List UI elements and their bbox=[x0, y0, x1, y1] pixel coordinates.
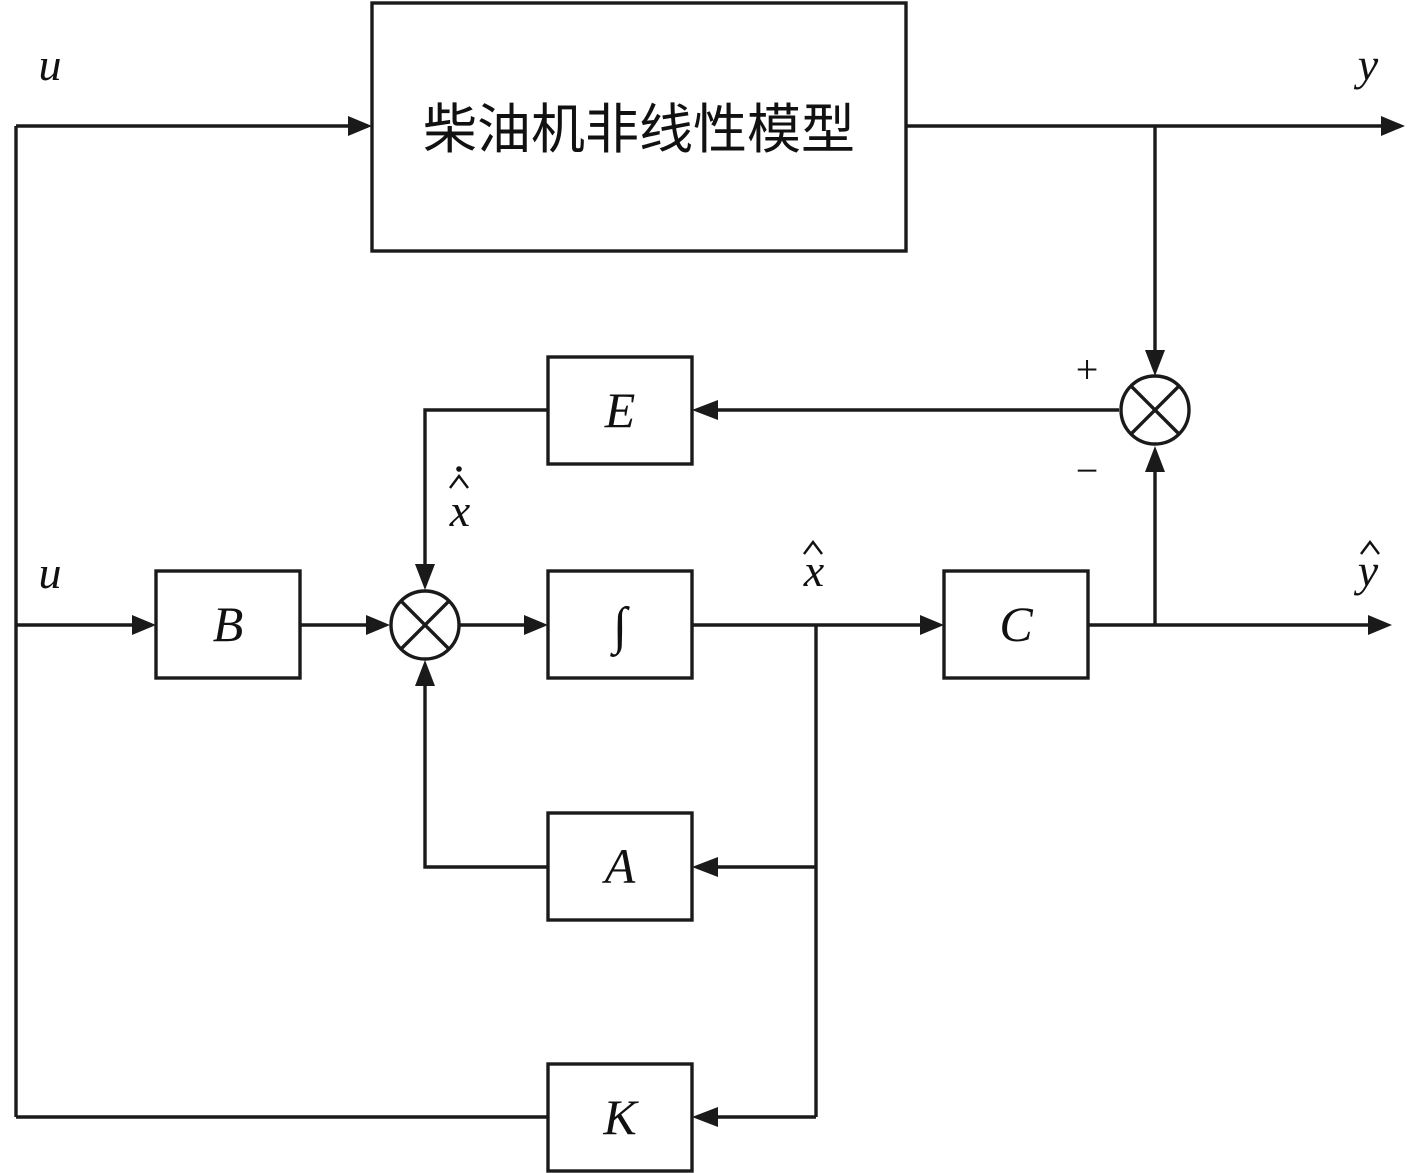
plant-block-label: 柴油机非线性模型 bbox=[423, 98, 855, 161]
arrowhead-comparator-top bbox=[1145, 350, 1165, 376]
arrowhead-sum-top bbox=[415, 564, 435, 590]
signal-x-hat-dot-text: x bbox=[449, 485, 471, 536]
c-block-label: C bbox=[999, 596, 1033, 652]
comparator-minus-sign: − bbox=[1076, 448, 1099, 493]
b-block-label: B bbox=[213, 596, 244, 652]
arrowhead-c-input bbox=[920, 615, 944, 635]
e-to-sum-wire bbox=[423, 408, 548, 572]
dot-accent bbox=[456, 466, 462, 472]
signal-x-hat-dot-label: x bbox=[449, 466, 471, 536]
arrowhead-comparator-bottom bbox=[1145, 446, 1165, 472]
a-block-label: A bbox=[602, 838, 636, 894]
hat-accent bbox=[449, 474, 469, 489]
k-block: K bbox=[546, 1062, 694, 1173]
b-block: B bbox=[154, 569, 302, 680]
a-block: A bbox=[546, 811, 694, 922]
integrator-block: ∫ bbox=[546, 569, 694, 680]
summing-junction bbox=[389, 589, 461, 661]
arrowhead-e-input bbox=[692, 400, 718, 420]
arrowhead-plant-input bbox=[348, 116, 372, 136]
e-block-label: E bbox=[604, 382, 636, 438]
error-comparator-junction bbox=[1119, 374, 1191, 446]
a-to-sum-wire bbox=[423, 680, 548, 869]
signal-x-hat-text: x bbox=[803, 545, 825, 596]
plant-block: 柴油机非线性模型 bbox=[370, 1, 908, 253]
arrowhead-a-input bbox=[692, 857, 718, 877]
signal-y-label: y bbox=[1354, 39, 1379, 90]
arrowhead-b-input bbox=[132, 615, 156, 635]
signal-u-top-label: u bbox=[39, 39, 62, 90]
signal-u-mid-label: u bbox=[39, 547, 62, 598]
arrowhead-integrator-input bbox=[524, 615, 548, 635]
signal-y-hat-text: y bbox=[1354, 545, 1379, 596]
arrowhead-k-input bbox=[692, 1107, 718, 1127]
c-block: C bbox=[942, 569, 1090, 680]
arrowhead-y-output bbox=[1381, 116, 1405, 136]
signal-y-hat-label: y bbox=[1354, 540, 1380, 596]
arrowhead-sum-left bbox=[366, 615, 390, 635]
k-block-label: K bbox=[602, 1089, 639, 1145]
arrowhead-yhat-output bbox=[1368, 615, 1392, 635]
e-block: E bbox=[546, 355, 694, 466]
arrowhead-sum-bottom bbox=[415, 660, 435, 686]
hat-accent bbox=[803, 540, 823, 555]
integrator-block-label: ∫ bbox=[610, 598, 630, 657]
signal-x-hat-label: x bbox=[803, 540, 825, 596]
comparator-plus-sign: + bbox=[1076, 347, 1099, 392]
hat-accent bbox=[1360, 540, 1380, 555]
